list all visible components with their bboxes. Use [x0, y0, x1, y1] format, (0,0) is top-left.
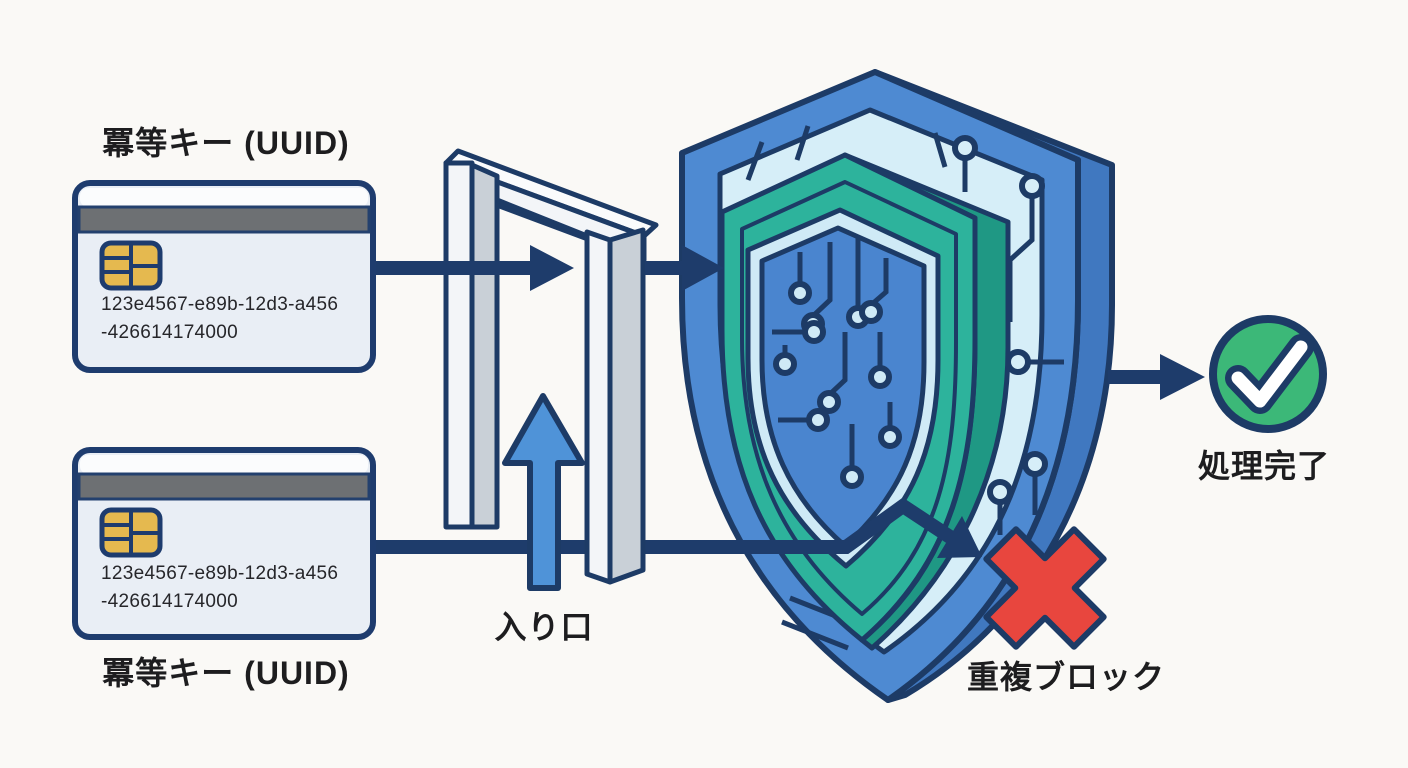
shield-teal-innerline — [740, 180, 958, 616]
success-check-icon — [1209, 315, 1327, 433]
magstripe — [77, 472, 371, 501]
gate-graphic — [443, 148, 659, 585]
deflect-arrowhead — [937, 516, 982, 558]
circuit-pattern — [772, 237, 893, 468]
card-top-uuid-line2: -426614174000 — [101, 322, 239, 343]
gate-right-pillar-side — [607, 227, 646, 585]
band-circuit-nodes — [952, 135, 1048, 505]
success-label: 処理完了 — [1197, 448, 1330, 484]
gate-label: 入り口 — [494, 609, 594, 645]
card-bottom-uuid-line1: 123e4567-e89b-12d3-a456 — [101, 563, 339, 584]
entry-arrow-icon — [502, 393, 585, 591]
flow-arrow-success — [1108, 354, 1205, 400]
circuit-nodes — [773, 281, 902, 489]
shield-graphic — [679, 69, 1115, 703]
band-dividers — [745, 125, 948, 651]
card-top-graphic — [72, 180, 376, 373]
gate-left-pillar-front — [443, 160, 475, 530]
card-top-strip — [80, 188, 368, 207]
card-top-strip — [80, 455, 368, 474]
card-bottom-graphic — [72, 447, 376, 640]
blocked-x-icon — [983, 526, 1107, 650]
blocked-label: 重複ブロック — [966, 659, 1165, 695]
chip-icon — [99, 240, 163, 291]
chip-icon — [99, 507, 163, 558]
gate-right-pillar-front — [584, 229, 613, 585]
card-top-uuid-line1: 123e4567-e89b-12d3-a456 — [101, 294, 339, 315]
card-bottom-uuid-line2: -426614174000 — [101, 591, 239, 612]
gate-left-pillar-side — [469, 162, 500, 530]
flow-arrow-top-2 — [645, 245, 724, 291]
card-top-label: 冪等キー (UUID) — [102, 125, 350, 161]
card-bottom-label: 冪等キー (UUID) — [102, 655, 350, 691]
gate-inner-top-edge — [496, 197, 588, 239]
flow-arrow-top-1 — [376, 245, 574, 291]
magstripe — [77, 205, 371, 234]
